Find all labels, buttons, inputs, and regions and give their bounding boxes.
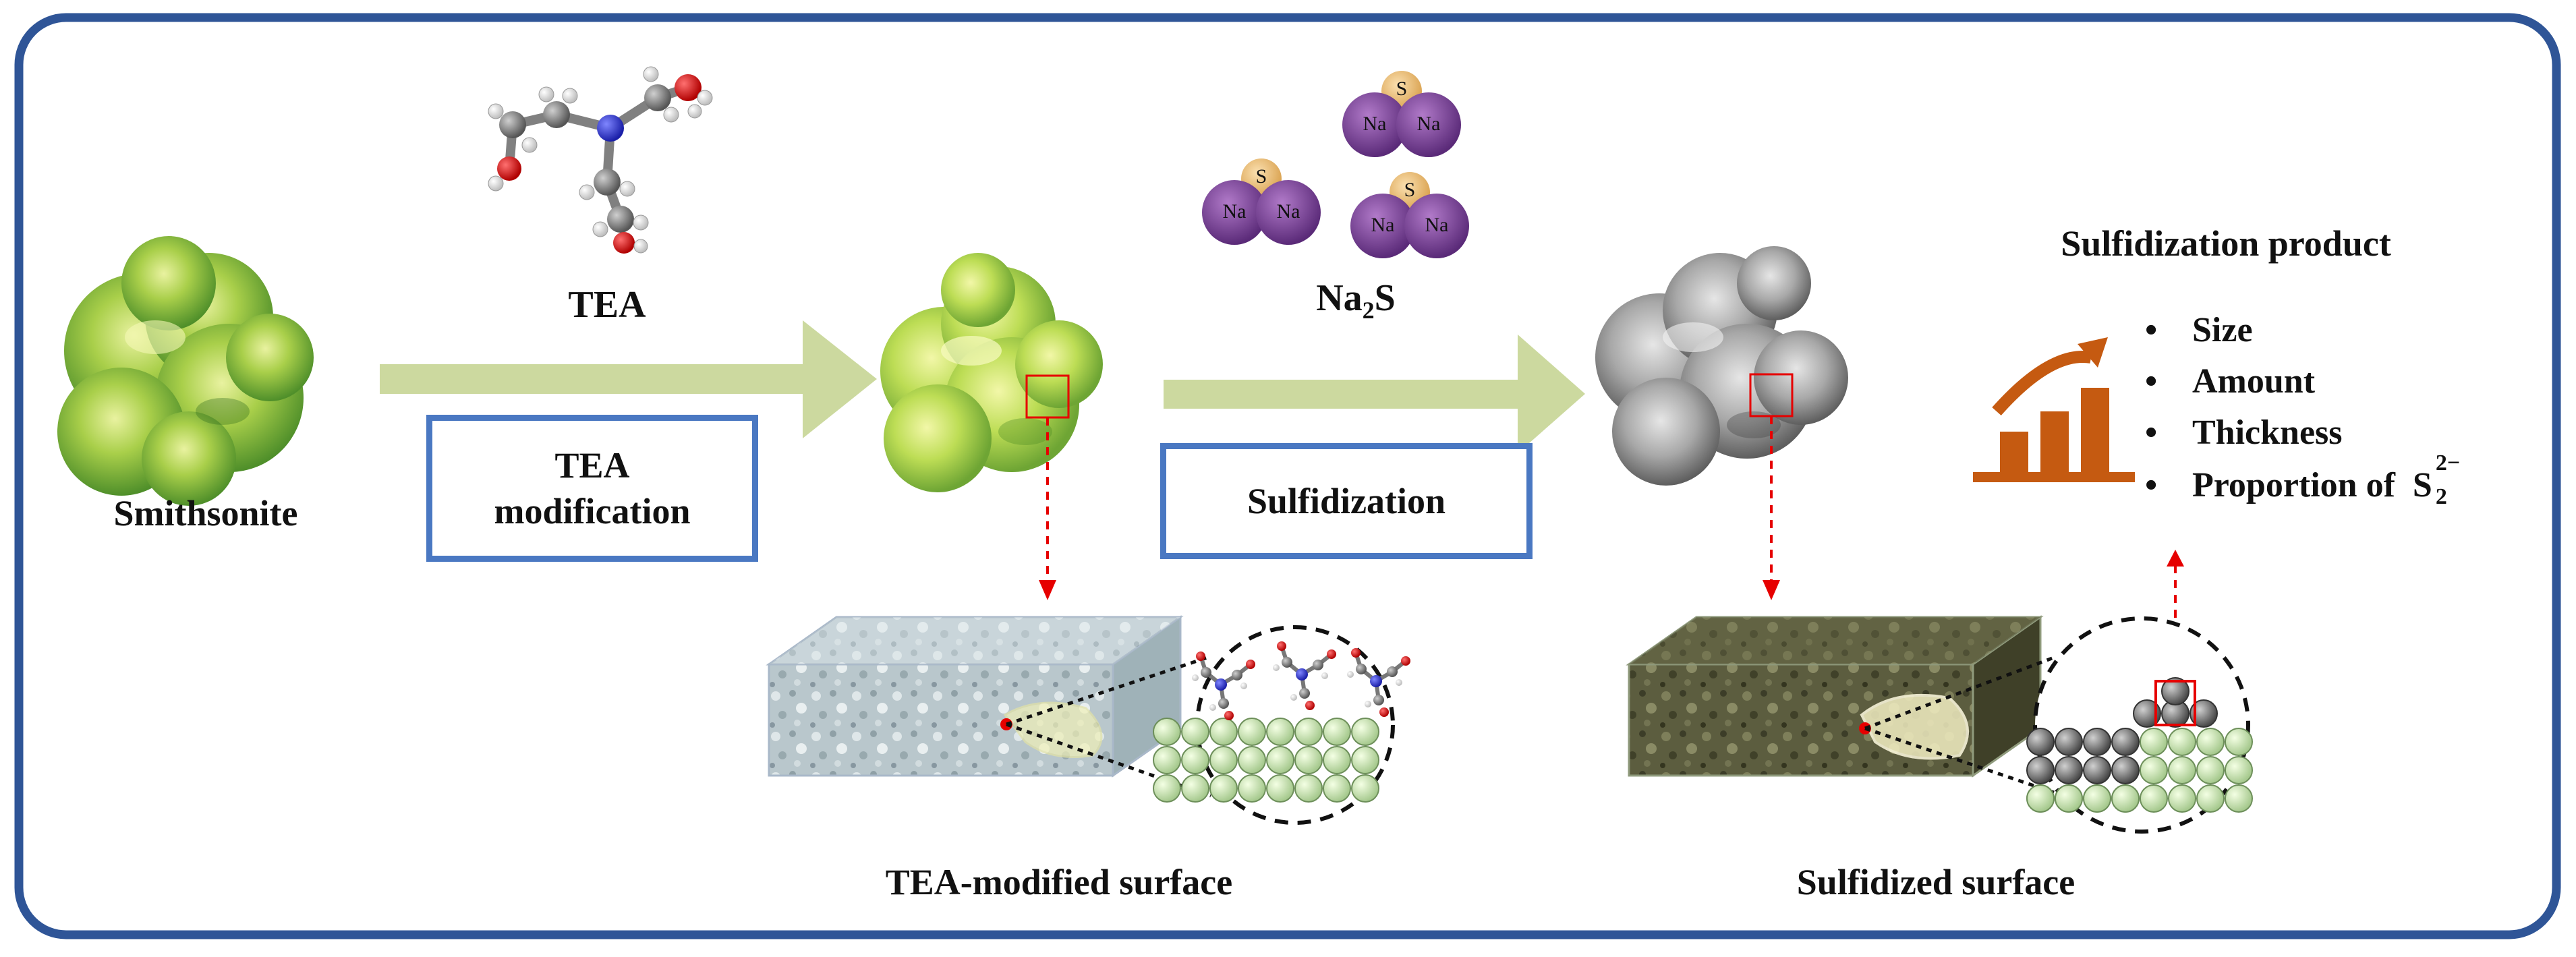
lattice-atom — [2140, 728, 2168, 756]
lattice-atom — [2225, 756, 2253, 784]
lattice-atom — [1294, 718, 1323, 746]
sulfidization-box-label: Sulfidization — [1247, 481, 1446, 521]
lattice-atom — [1153, 746, 1181, 774]
tea-modified-surface-label: TEA-modified surface — [885, 862, 1233, 902]
sulfidization-box: Sulfidization — [1160, 443, 1533, 559]
lattice-atom — [1323, 718, 1351, 746]
lattice-atom — [1351, 774, 1379, 803]
lattice-atom — [1351, 746, 1379, 774]
lattice-atom — [1294, 774, 1323, 803]
lattice-atom — [2111, 784, 2140, 813]
sodium-atom-label: Na — [1425, 214, 1449, 236]
lattice-atom — [1323, 746, 1351, 774]
growth-chart-icon — [1973, 337, 2135, 482]
lattice-atom — [2225, 728, 2253, 756]
lattice-atom — [2196, 756, 2225, 784]
sodium-atom-label: Na — [1416, 113, 1441, 135]
sulfur-atom-label: S — [1396, 78, 1408, 100]
sulfur-atom-label: S — [1404, 179, 1416, 201]
smithsonite-label: Smithsonite — [113, 493, 298, 533]
lattice-atom — [2140, 756, 2168, 784]
smithsonite-particle-icon — [57, 236, 314, 506]
lattice-atom — [1294, 746, 1323, 774]
sulfidized-surface-label: Sulfidized surface — [1796, 862, 2076, 902]
sodium-atom-label: Na — [1222, 200, 1247, 223]
process-arrow-1 — [380, 320, 877, 438]
sulfidization-product-title: Sulfidization product — [2061, 223, 2391, 264]
product-item-size: •Size — [2145, 311, 2253, 349]
lattice-atom — [1153, 718, 1181, 746]
lattice-atom — [1238, 774, 1266, 803]
lattice-atom — [1323, 774, 1351, 803]
sulfide-atom — [2055, 728, 2083, 756]
sulfide-atom — [2083, 728, 2111, 756]
na2s-molecule-icon — [1202, 71, 1469, 258]
sodium-atom-label: Na — [1371, 214, 1395, 236]
tea-modification-line1: TEA — [554, 445, 630, 486]
sulfur-atom-label: S — [1255, 165, 1267, 187]
sulfidized-particle-icon — [1595, 246, 1848, 486]
lattice-atom — [1209, 746, 1238, 774]
lattice-atom — [2196, 728, 2225, 756]
sulfidized-surface-slab — [1626, 615, 2044, 778]
lattice-atom — [1181, 774, 1209, 803]
lattice-atom — [1238, 746, 1266, 774]
tea-molecule-icon — [488, 66, 713, 254]
lattice-atom — [1266, 746, 1294, 774]
zoom-link-lines-2 — [1864, 656, 2055, 794]
zoom-link-lines-1 — [1006, 656, 1211, 798]
lattice-atom — [1266, 718, 1294, 746]
tea-modified-surface-slab — [766, 615, 1184, 778]
lattice-atom — [1209, 774, 1238, 803]
lattice-atom — [2026, 784, 2055, 813]
lattice-atom — [2225, 784, 2253, 813]
tea-modification-line2: modification — [494, 491, 691, 531]
tea-label: TEA — [568, 284, 646, 326]
lattice-atom — [2168, 784, 2196, 813]
lattice-atom — [1181, 746, 1209, 774]
lattice-atom — [2168, 756, 2196, 784]
lattice-atom — [1181, 718, 1209, 746]
na2s-label: Na2S — [1316, 277, 1396, 324]
process-arrow-2 — [1164, 335, 1585, 453]
lattice-atom — [1351, 718, 1379, 746]
sodium-atom-label: Na — [1276, 200, 1300, 223]
lattice-atom — [2168, 728, 2196, 756]
sulfide-atom — [2083, 756, 2111, 784]
sulfide-atom — [2026, 756, 2055, 784]
product-item-amount: •Amount — [2145, 362, 2316, 401]
tea-modified-particle-icon — [880, 253, 1103, 492]
sulfide-atom — [2026, 728, 2055, 756]
lattice-atom — [2140, 784, 2168, 813]
sulfide-atom — [2055, 756, 2083, 784]
lattice-atom — [1209, 718, 1238, 746]
lattice-atom — [2083, 784, 2111, 813]
lattice-atom — [2196, 784, 2225, 813]
lattice-atom — [1238, 718, 1266, 746]
lattice-atom — [1153, 774, 1181, 803]
lattice-atom — [1266, 774, 1294, 803]
lattice-atom — [2055, 784, 2083, 813]
product-item-thickness: •Thickness — [2145, 413, 2343, 452]
sodium-atom-label: Na — [1363, 113, 1387, 135]
sulfide-atom — [2111, 728, 2140, 756]
sulfide-atom — [2111, 756, 2140, 784]
zoom-marker-3 — [2154, 680, 2196, 726]
tea-modification-box: TEA modification — [426, 415, 758, 562]
